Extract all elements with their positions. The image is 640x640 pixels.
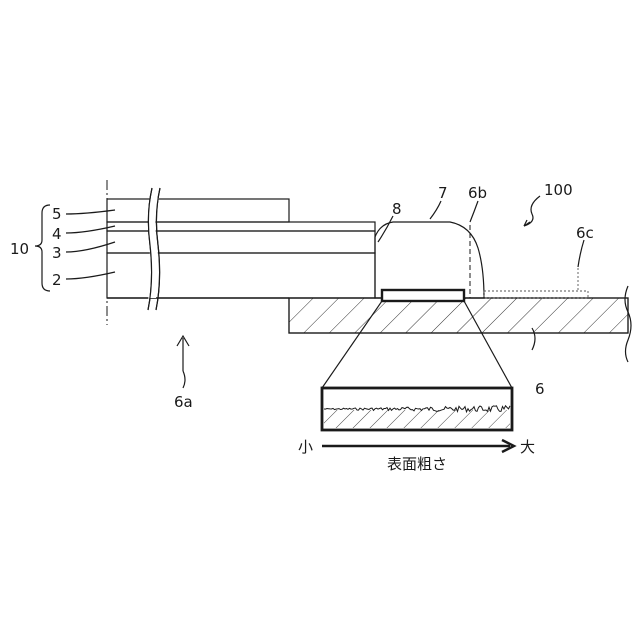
label-8: 8 (392, 200, 402, 218)
brace-10 (35, 205, 50, 291)
scale-caption: 表面粗さ (387, 455, 447, 473)
label-6: 6 (535, 380, 545, 398)
label-2: 2 (52, 271, 62, 289)
scale-large-label: 大 (520, 438, 535, 456)
label-4: 4 (52, 225, 62, 243)
label-100: 100 (544, 181, 573, 199)
label-6c: 6c (576, 224, 594, 242)
sealing-resin-7 (375, 222, 484, 298)
label-3: 3 (52, 244, 62, 262)
roughness-sample-window (382, 290, 464, 301)
layer-2 (107, 253, 375, 298)
label-7: 7 (438, 184, 448, 202)
region-6c-dotted (484, 291, 588, 298)
layer-3 (107, 231, 375, 253)
scale-small-label: 小 (298, 438, 313, 456)
label-5: 5 (52, 205, 62, 223)
layer-4 (107, 222, 375, 231)
label-10: 10 (10, 240, 29, 258)
zoom-box-substrate (324, 410, 510, 428)
label-6a: 6a (174, 393, 193, 411)
layer-5 (107, 199, 289, 222)
substrate-6-body (289, 298, 628, 333)
label-6b: 6b (468, 184, 487, 202)
